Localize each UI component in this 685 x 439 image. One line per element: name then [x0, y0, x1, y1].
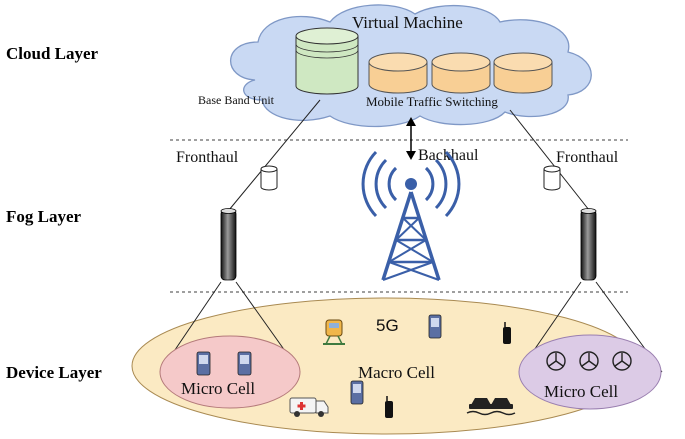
base-band-unit-cylinder-icon	[295, 27, 359, 95]
traffic-switch-cylinder-icon	[431, 52, 491, 94]
train-icon	[323, 319, 345, 345]
device-layer-label: Device Layer	[6, 363, 102, 382]
phone-icon	[428, 314, 442, 339]
micro-cell-right-label: Micro Cell	[544, 382, 618, 401]
rrh-pole-right-icon	[580, 208, 597, 281]
fronthaul-connector-icon	[260, 165, 278, 191]
base-band-unit-label: Base Band Unit	[198, 93, 275, 107]
fog-layer-label: Fog Layer	[6, 207, 82, 226]
traffic-switch-cylinder-icon	[368, 52, 428, 94]
backhaul-arrow	[406, 117, 416, 160]
feature-phone-icon	[385, 396, 393, 418]
five-g-label: 5G	[376, 316, 399, 335]
feature-phone-icon	[503, 322, 511, 344]
fronthaul-left-label: Fronthaul	[176, 149, 239, 166]
wind-turbine-icon	[579, 351, 599, 371]
fronthaul-right-label: Fronthaul	[556, 149, 619, 166]
fronthaul-right-line	[509, 109, 590, 211]
fronthaul-left-line	[228, 99, 321, 211]
ambulance-icon	[289, 397, 329, 417]
fronthaul-connector-icon	[543, 165, 561, 191]
cars-icon	[466, 398, 516, 416]
cloud-layer-label: Cloud Layer	[6, 44, 99, 63]
phone-icon	[237, 351, 252, 376]
mobile-traffic-switching-label: Mobile Traffic Switching	[366, 94, 498, 109]
macro-cell-label: Macro Cell	[358, 363, 435, 382]
phone-icon	[350, 380, 364, 405]
micro-cell-right-area	[518, 334, 662, 410]
wind-turbine-icon	[546, 351, 566, 371]
wind-turbine-icon	[612, 351, 632, 371]
virtual-machine-title: Virtual Machine	[352, 13, 463, 32]
cell-tower-icon	[361, 150, 461, 281]
micro-cell-left-area	[159, 335, 301, 409]
phone-icon	[196, 351, 211, 376]
micro-cell-left-label: Micro Cell	[181, 379, 255, 398]
traffic-switch-cylinder-icon	[493, 52, 553, 94]
rrh-pole-left-icon	[220, 208, 237, 281]
